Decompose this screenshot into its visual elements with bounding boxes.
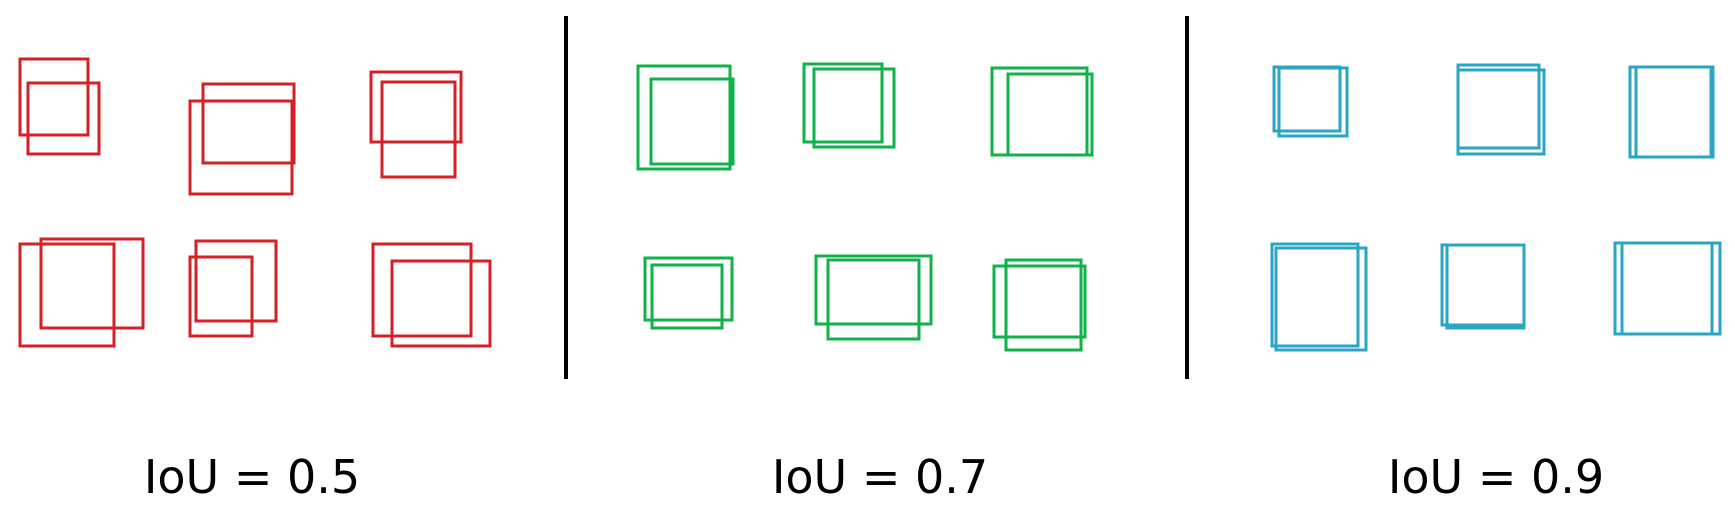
- box-pair-1-b: [649, 77, 735, 166]
- box-pair-5-b: [1445, 243, 1526, 330]
- box-pair-5-a: [814, 254, 933, 326]
- box-pair-5-a: [194, 239, 278, 323]
- box-pair-4-b: [1274, 246, 1368, 352]
- box-pair-1-b: [26, 81, 101, 156]
- box-pair-4-a: [18, 242, 116, 348]
- box-pair-6-b: [390, 259, 492, 348]
- box-pair-2-a: [802, 62, 884, 144]
- box-pair-6-a: [1004, 258, 1083, 352]
- box-pair-6-b: [992, 264, 1087, 339]
- box-pair-6-a: [1613, 241, 1714, 336]
- box-pair-3-a: [990, 66, 1089, 157]
- box-pair-2-b: [1456, 68, 1546, 156]
- box-pair-6-b: [1620, 241, 1722, 336]
- box-pair-1-a: [636, 64, 732, 171]
- box-pair-1-b: [1277, 66, 1349, 138]
- box-pair-6-a: [371, 242, 473, 338]
- box-pair-2-a: [1456, 63, 1541, 150]
- panel-label-iou-0-5: IoU = 0.5: [144, 450, 360, 504]
- box-pair-1-a: [1272, 65, 1342, 133]
- box-pair-5-a: [1440, 243, 1526, 327]
- panel-label-iou-0-9: IoU = 0.9: [1388, 450, 1604, 504]
- box-pair-2-b: [812, 67, 896, 149]
- panel-iou-0-5: IoU = 0.5: [18, 57, 492, 504]
- box-pair-4-a: [1270, 242, 1360, 348]
- box-pair-2-a: [201, 82, 296, 165]
- box-pair-4-b: [650, 263, 724, 330]
- box-pair-3-b: [380, 80, 457, 179]
- box-pair-4-a: [643, 256, 734, 322]
- box-pair-3-a: [369, 70, 463, 144]
- panel-iou-0-9: IoU = 0.9: [1270, 63, 1722, 504]
- box-pair-4-b: [39, 237, 145, 330]
- box-pair-5-b: [826, 258, 921, 341]
- box-pair-1-a: [18, 57, 90, 137]
- box-pair-2-b: [188, 99, 294, 196]
- box-pair-3-a: [1628, 65, 1713, 159]
- box-pair-3-b: [1006, 72, 1094, 157]
- box-pair-3-b: [1634, 65, 1715, 159]
- box-pair-5-b: [188, 255, 254, 338]
- panel-iou-0-7: IoU = 0.7: [636, 62, 1094, 504]
- panel-label-iou-0-7: IoU = 0.7: [772, 450, 988, 504]
